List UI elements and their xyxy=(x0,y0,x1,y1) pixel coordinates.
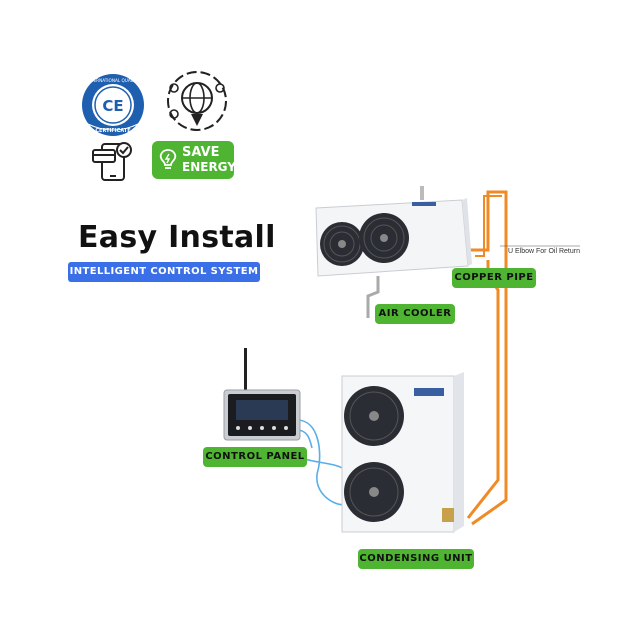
save-energy-text-1: SAVE xyxy=(182,145,220,160)
control-panel-device xyxy=(223,348,301,441)
save-energy-badge: SAVE ENERGY xyxy=(152,141,236,179)
subtitle-banner: INTELLIGENT CONTROL SYSTEM xyxy=(68,262,260,282)
certificate-badge-icon: CE CERTIFICATE INTERNATIONAL QUALITY xyxy=(82,74,144,136)
global-network-icon xyxy=(167,71,227,131)
save-energy-text-2: ENERGY xyxy=(182,160,236,174)
label-copper-pipe: COPPER PIPE xyxy=(452,268,536,288)
air-cooler-unit xyxy=(315,186,472,277)
label-condensing-unit: CONDENSING UNIT xyxy=(358,549,474,569)
page-title: Easy Install xyxy=(78,220,276,255)
svg-text:CE: CE xyxy=(102,97,123,115)
u-elbow-annotation: U Elbow For Oil Return xyxy=(508,248,580,255)
svg-text:CERTIFICATE: CERTIFICATE xyxy=(95,128,131,134)
svg-text:INTERNATIONAL QUALITY: INTERNATIONAL QUALITY xyxy=(87,78,140,83)
label-air-cooler: AIR COOLER xyxy=(375,304,455,324)
mobile-payment-icon xyxy=(92,142,132,181)
lightbulb-icon xyxy=(159,149,177,169)
label-control-panel: CONTROL PANEL xyxy=(203,447,307,467)
condensing-unit xyxy=(341,372,464,533)
